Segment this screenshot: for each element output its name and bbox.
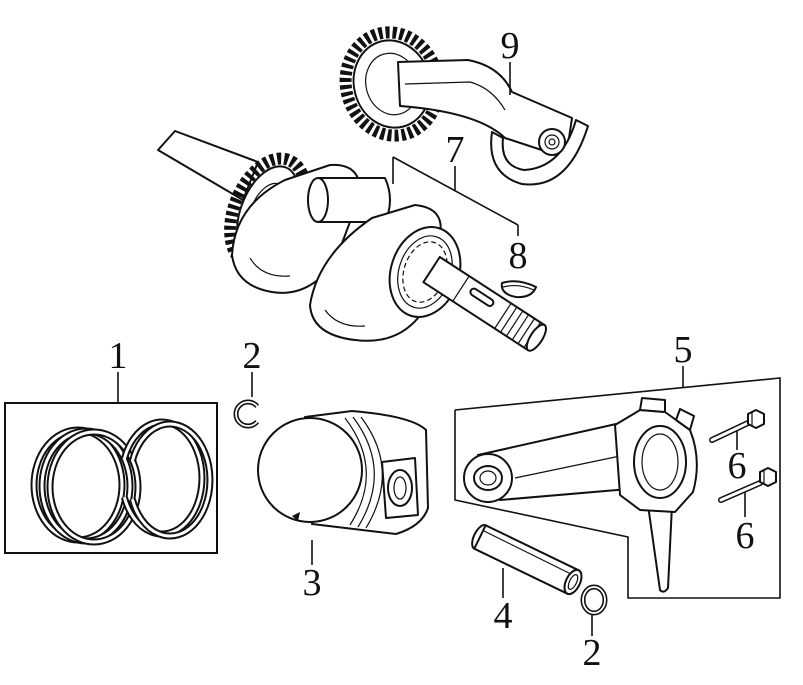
camshaft: [339, 26, 589, 186]
piston-direction-mark: [292, 512, 300, 521]
callout-circlip-top: 2: [243, 335, 262, 377]
callout-circlip-bottom: 2: [583, 632, 602, 674]
callout-crankshaft: 7: [446, 129, 465, 171]
callout-piston-pin: 4: [494, 595, 513, 637]
rod-dipper: [647, 504, 673, 593]
callout-camshaft: 9: [501, 25, 520, 67]
camshaft-journal: [538, 128, 566, 156]
piston-ring-box: [4, 402, 218, 554]
callout-bolt-bottom: 6: [736, 515, 755, 557]
callout-connecting-rod: 5: [674, 329, 693, 371]
keyway: [469, 287, 495, 307]
piston-crown: [257, 417, 363, 523]
callout-key: 8: [509, 235, 528, 277]
circlip-bottom: [580, 584, 608, 616]
piston-ring-set: [30, 418, 214, 546]
woodruff-key: [500, 280, 537, 299]
crankshaft: [157, 130, 547, 352]
callout-piston-rings: 1: [109, 335, 128, 377]
piston: [257, 410, 429, 535]
connecting-rod: [463, 397, 698, 593]
piston-pin: [471, 524, 583, 596]
circlip-top: [233, 399, 260, 429]
leader-bracket-7: [392, 156, 519, 236]
rod-bolt-bottom: [718, 467, 777, 503]
camshaft-shaft: [397, 59, 573, 159]
rod-big-end-bore: [633, 425, 687, 499]
callout-bolt-top: 6: [728, 445, 747, 487]
callout-piston: 3: [303, 562, 322, 604]
connecting-rod-group-outline: [454, 377, 781, 599]
cam-lobe: [490, 119, 589, 186]
rod-bolt-top: [709, 409, 765, 443]
